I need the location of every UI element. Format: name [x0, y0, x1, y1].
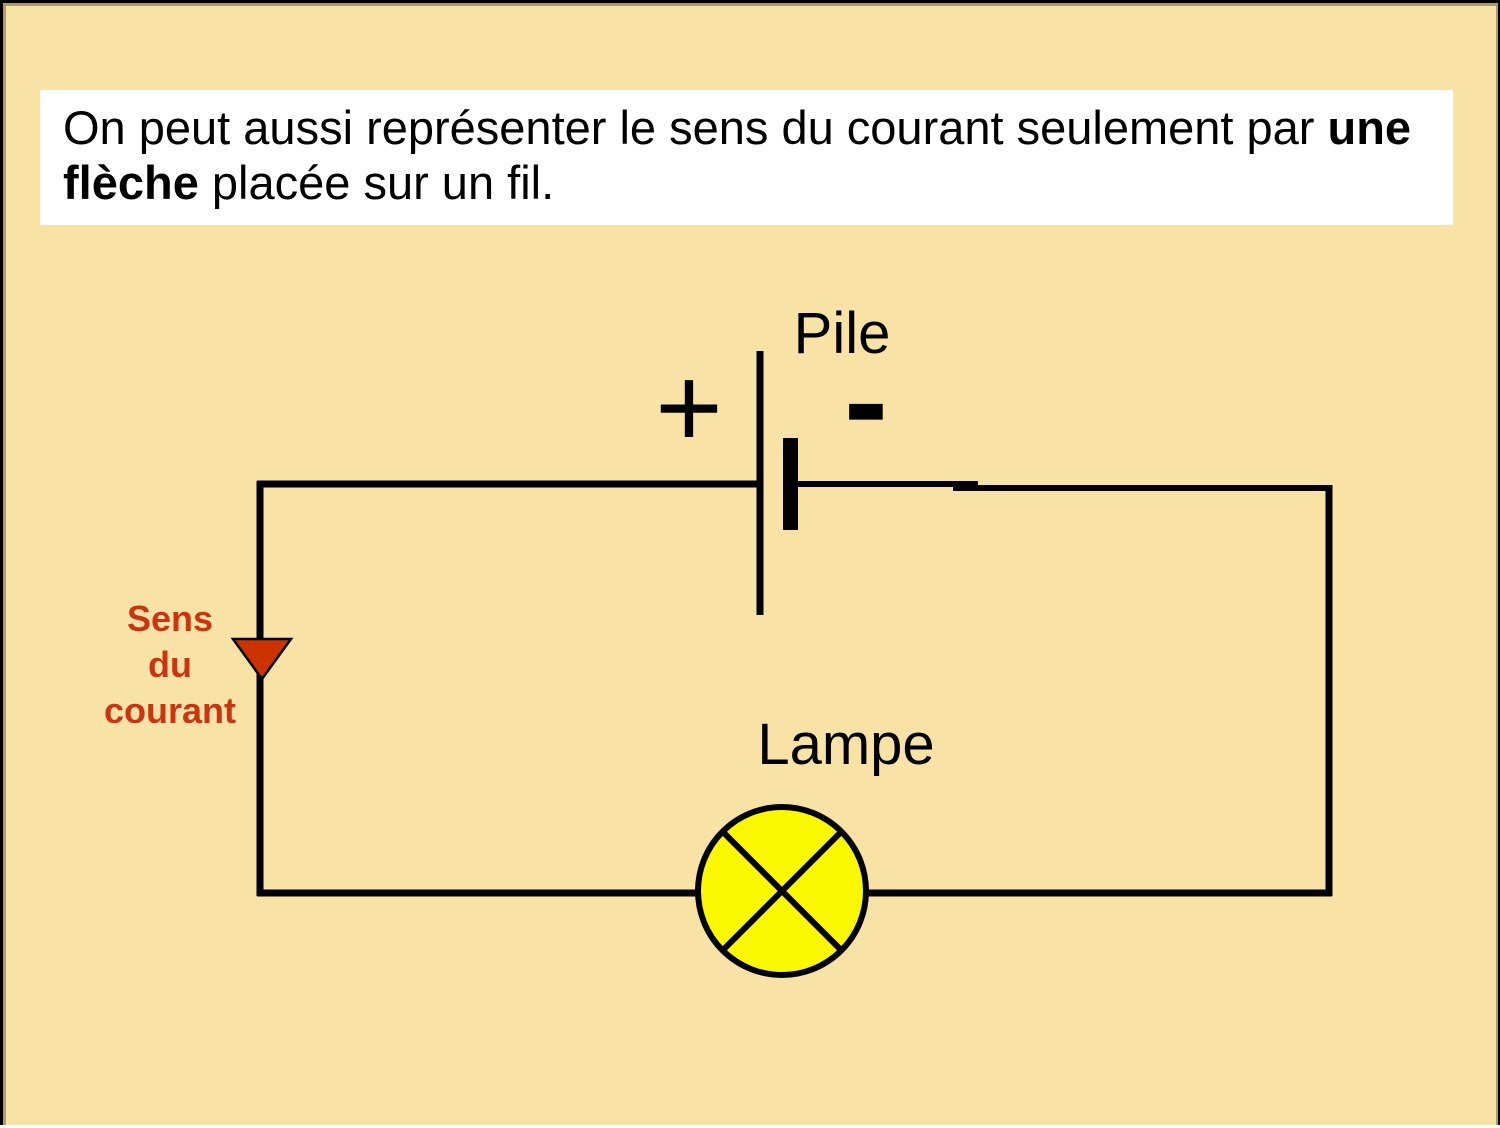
- current-direction-label: Sens du courant: [103, 598, 237, 731]
- battery-label: Pile: [793, 301, 891, 366]
- slide-frame: [3, 3, 1498, 1125]
- instruction-box: On peut aussi représenter le sens du cou…: [40, 90, 1453, 225]
- instruction-text-end: placée sur un fil.: [198, 156, 555, 209]
- battery-negative-electrode: [783, 438, 798, 530]
- instruction-text-bold: une flèche: [63, 101, 1412, 209]
- lamp-cross-line-2: [720, 829, 844, 953]
- lamp-label: Lampe: [757, 712, 935, 777]
- battery-minus-symbol: -: [844, 327, 888, 474]
- current-direction-arrow: [230, 637, 294, 682]
- battery-plus-symbol: +: [655, 342, 723, 472]
- instruction-text-start: On peut aussi représenter le sens du cou…: [63, 101, 1328, 154]
- circuit-diagram: [230, 351, 1333, 978]
